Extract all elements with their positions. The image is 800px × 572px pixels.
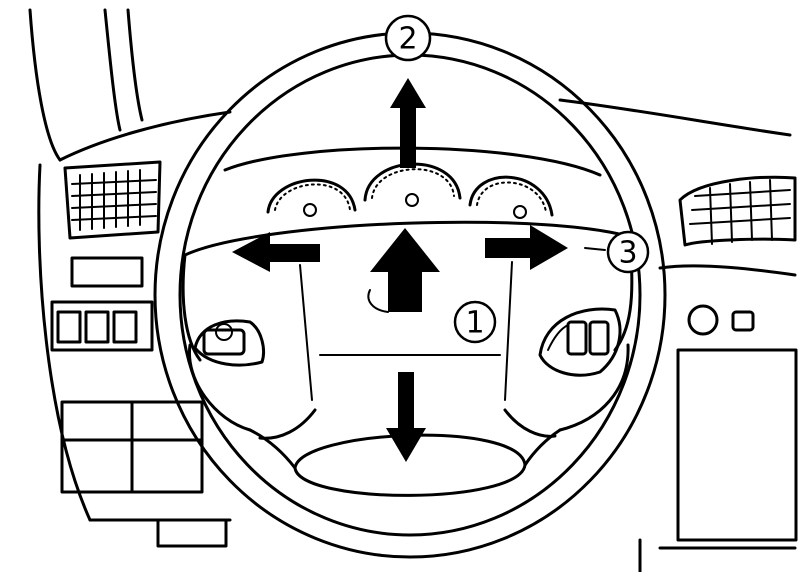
callout-1: 1 <box>453 300 497 344</box>
right-air-vent <box>678 175 797 247</box>
callout-3: 3 <box>606 230 650 274</box>
left-switch-panel <box>50 256 228 548</box>
arrow-up-center <box>367 228 440 313</box>
left-spoke-switch <box>193 319 265 367</box>
callout-1-label: 1 <box>465 306 484 341</box>
arrow-up-top <box>390 78 426 168</box>
left-air-vent <box>63 160 162 240</box>
arrow-right <box>485 225 568 270</box>
callout-3-label: 3 <box>618 236 637 271</box>
callout-3-leader <box>584 247 606 251</box>
arrow-left <box>232 232 320 272</box>
right-spoke-switches <box>538 307 622 377</box>
arrow-down <box>386 372 426 462</box>
a-pillar <box>28 8 144 162</box>
callout-2: 2 <box>384 14 432 62</box>
callout-2-label: 2 <box>398 22 417 57</box>
right-console <box>638 264 798 572</box>
